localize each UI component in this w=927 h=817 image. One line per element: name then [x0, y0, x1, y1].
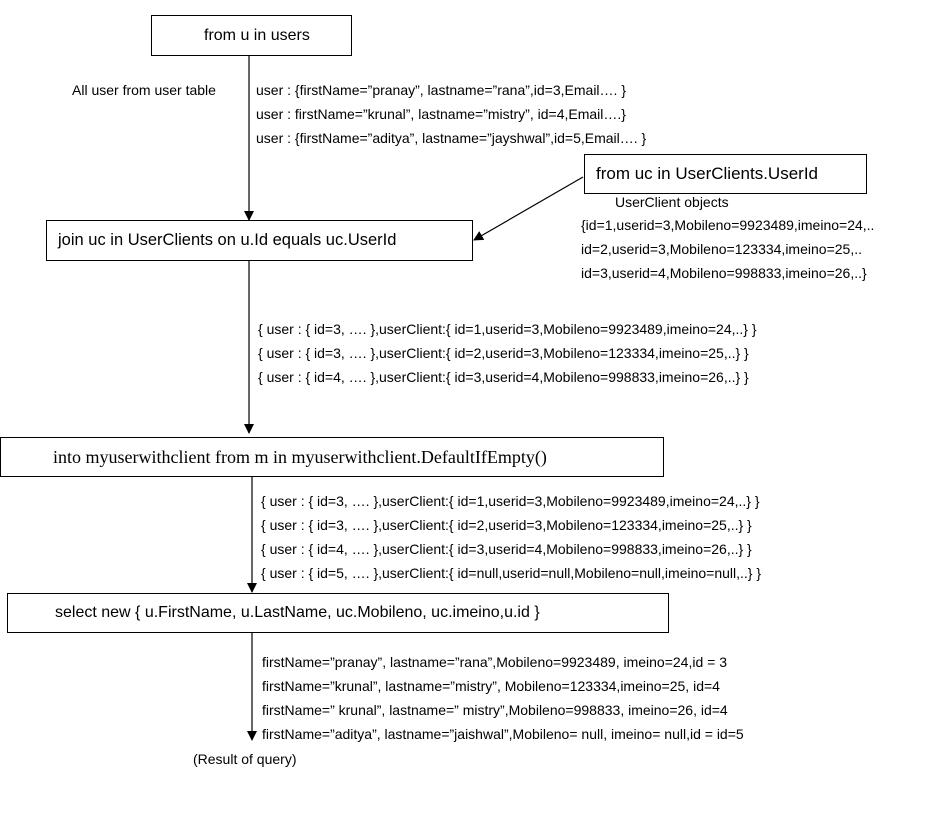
- final-result-row: firstName=”krunal”, lastname=”mistry”, M…: [262, 678, 720, 694]
- join-text: join uc in UserClients on u.Id equals uc…: [58, 231, 397, 249]
- into-box: into myuserwithclient from m in myuserwi…: [0, 437, 664, 477]
- into-result-row: { user : { id=3, …. },userClient:{ id=1,…: [261, 493, 760, 509]
- all-users-label: All user from user table: [72, 82, 216, 98]
- userclient-row: {id=1,userid=3,Mobileno=9923489,imeino=2…: [581, 217, 875, 233]
- join-result-row: { user : { id=4, …. },userClient:{ id=3,…: [258, 369, 749, 385]
- select-text: select new { u.FirstName, u.LastName, uc…: [55, 604, 540, 621]
- from-users-text: from u in users: [204, 26, 310, 44]
- userclient-row: id=2,userid=3,Mobileno=123334,imeino=25,…: [581, 241, 862, 257]
- result-label: (Result of query): [193, 751, 297, 767]
- select-box: select new { u.FirstName, u.LastName, uc…: [7, 593, 669, 633]
- into-result-row: { user : { id=4, …. },userClient:{ id=3,…: [261, 541, 752, 557]
- final-result-row: firstName=” krunal”, lastname=” mistry”,…: [262, 702, 728, 718]
- final-result-row: firstName=”pranay”, lastname=”rana”,Mobi…: [262, 654, 727, 670]
- from-userclients-text: from uc in UserClients.UserId: [596, 164, 819, 183]
- join-result-row: { user : { id=3, …. },userClient:{ id=1,…: [258, 321, 757, 337]
- userclient-row: id=3,userid=4,Mobileno=998833,imeino=26,…: [581, 265, 867, 281]
- user-row: user : {firstName=”aditya”, lastname=”ja…: [256, 130, 647, 146]
- arrow-userclients-to-join: [473, 176, 584, 241]
- user-row: user : firstName=”krunal”, lastname=”mis…: [256, 106, 626, 122]
- into-result-row: { user : { id=5, …. },userClient:{ id=nu…: [261, 565, 762, 581]
- userclient-objects-label: UserClient objects: [615, 194, 729, 210]
- into-text: into myuserwithclient from m in myuserwi…: [53, 446, 547, 467]
- final-result-row: firstName=”aditya”, lastname=”jaishwal”,…: [262, 726, 744, 742]
- into-result-row: { user : { id=3, …. },userClient:{ id=2,…: [261, 517, 752, 533]
- join-box: join uc in UserClients on u.Id equals uc…: [46, 220, 473, 261]
- from-users-box: from u in users: [151, 15, 352, 56]
- join-result-row: { user : { id=3, …. },userClient:{ id=2,…: [258, 345, 749, 361]
- from-userclients-box: from uc in UserClients.UserId: [584, 154, 867, 194]
- user-row: user : {firstName=”pranay”, lastname=”ra…: [256, 82, 626, 98]
